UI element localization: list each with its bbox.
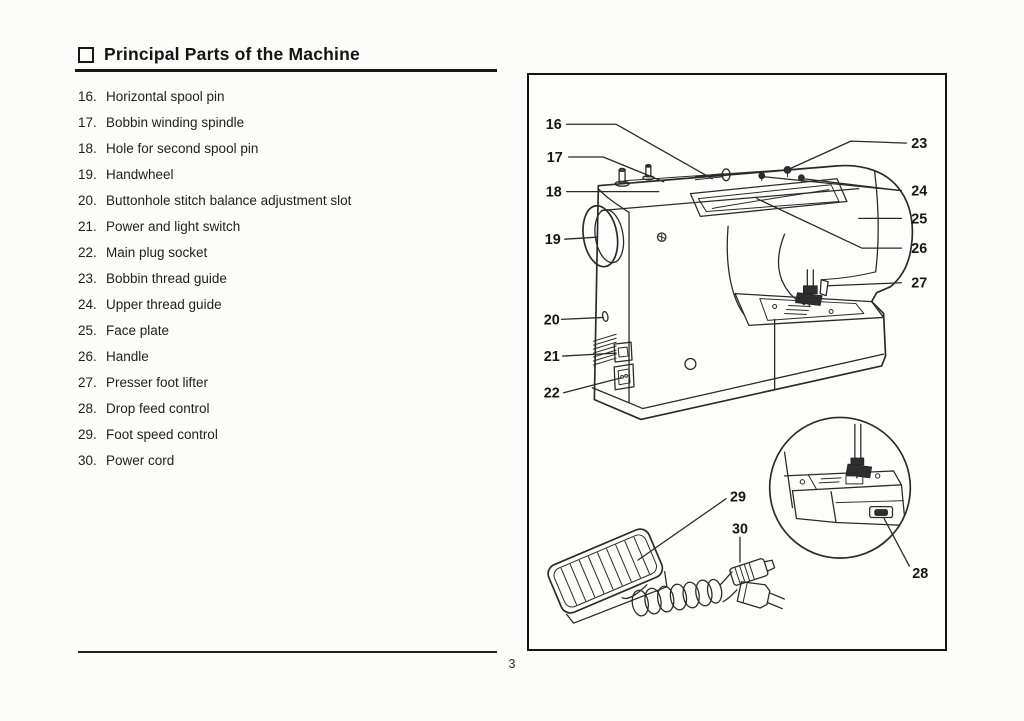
list-item: 17. Bobbin winding spindle xyxy=(78,109,518,135)
footer-divider xyxy=(78,651,497,653)
callout-26: 26 xyxy=(911,241,927,257)
item-label: Handle xyxy=(106,348,149,364)
item-number: 18. xyxy=(78,140,97,156)
list-item: 19. Handwheel xyxy=(78,161,518,187)
callout-21: 21 xyxy=(544,349,560,365)
callout-labels: 16 17 18 19 20 21 22 23 24 25 26 27 28 2… xyxy=(544,117,928,582)
item-label: Main plug socket xyxy=(106,244,208,260)
callout-23: 23 xyxy=(911,136,927,152)
inset-detail-drawing xyxy=(768,416,912,559)
item-number: 23. xyxy=(78,270,97,286)
callout-28: 28 xyxy=(912,566,928,582)
callout-30: 30 xyxy=(732,521,748,537)
item-number: 24. xyxy=(78,296,97,312)
list-item: 27. Presser foot lifter xyxy=(78,369,518,395)
callout-17: 17 xyxy=(547,150,563,166)
callout-22: 22 xyxy=(544,386,560,402)
callout-29: 29 xyxy=(730,490,746,506)
callout-25: 25 xyxy=(911,211,927,227)
callout-27: 27 xyxy=(911,276,927,292)
item-number: 28. xyxy=(78,400,97,416)
diagram-frame: 16 17 18 19 20 21 22 23 24 25 26 27 28 2… xyxy=(527,73,947,651)
item-number: 17. xyxy=(78,114,97,130)
callout-18: 18 xyxy=(546,185,562,201)
item-number: 25. xyxy=(78,322,97,338)
section-header: Principal Parts of the Machine xyxy=(78,44,360,65)
item-label: Foot speed control xyxy=(106,426,218,442)
page-title: Principal Parts of the Machine xyxy=(104,44,360,64)
item-label: Bobbin thread guide xyxy=(106,270,227,286)
list-item: 25. Face plate xyxy=(78,317,518,343)
list-item: 16. Horizontal spool pin xyxy=(78,83,518,109)
item-label: Drop feed control xyxy=(106,400,210,416)
list-item: 22. Main plug socket xyxy=(78,239,518,265)
callout-24: 24 xyxy=(911,184,927,200)
item-number: 27. xyxy=(78,374,97,390)
list-item: 26. Handle xyxy=(78,343,518,369)
item-label: Power and light switch xyxy=(106,218,241,234)
item-number: 19. xyxy=(78,166,97,182)
page-number: 3 xyxy=(508,657,516,671)
parts-list: 16. Horizontal spool pin 17. Bobbin windin… xyxy=(78,83,518,473)
item-label: Hole for second spool pin xyxy=(106,140,259,156)
list-item: 18. Hole for second spool pin xyxy=(78,135,518,161)
sewing-machine-drawing xyxy=(582,164,914,421)
machine-diagram: 16 17 18 19 20 21 22 23 24 25 26 27 28 2… xyxy=(544,117,928,624)
item-number: 22. xyxy=(78,244,97,260)
list-item: 29. Foot speed control xyxy=(78,421,518,447)
list-item: 20. Buttonhole stitch balance adjustment … xyxy=(78,187,518,213)
list-item: 21. Power and light switch xyxy=(78,213,518,239)
item-label: Handwheel xyxy=(106,166,174,182)
foot-pedal-drawing xyxy=(547,528,785,624)
title-divider xyxy=(75,69,497,72)
callout-16: 16 xyxy=(546,117,562,133)
callout-20: 20 xyxy=(544,312,560,328)
item-label: Horizontal spool pin xyxy=(106,88,225,104)
item-label: Buttonhole stitch balance adjustment slo… xyxy=(106,192,352,208)
list-item: 23. Bobbin thread guide xyxy=(78,265,518,291)
callout-19: 19 xyxy=(545,232,561,248)
item-number: 20. xyxy=(78,192,97,208)
item-number: 30. xyxy=(78,452,97,468)
item-number: 21. xyxy=(78,218,97,234)
leader-lines xyxy=(561,123,910,567)
item-number: 26. xyxy=(78,348,97,364)
list-item: 28. Drop feed control xyxy=(78,395,518,421)
item-number: 16. xyxy=(78,88,97,104)
checkbox-icon xyxy=(78,46,94,63)
item-label: Power cord xyxy=(106,452,175,468)
item-label: Face plate xyxy=(106,322,170,338)
list-item: 30. Power cord xyxy=(78,447,518,473)
item-label: Presser foot lifter xyxy=(106,374,209,390)
item-number: 29. xyxy=(78,426,97,442)
list-item: 24. Upper thread guide xyxy=(78,291,518,317)
item-label: Upper thread guide xyxy=(106,296,222,312)
item-label: Bobbin winding spindle xyxy=(106,114,245,130)
